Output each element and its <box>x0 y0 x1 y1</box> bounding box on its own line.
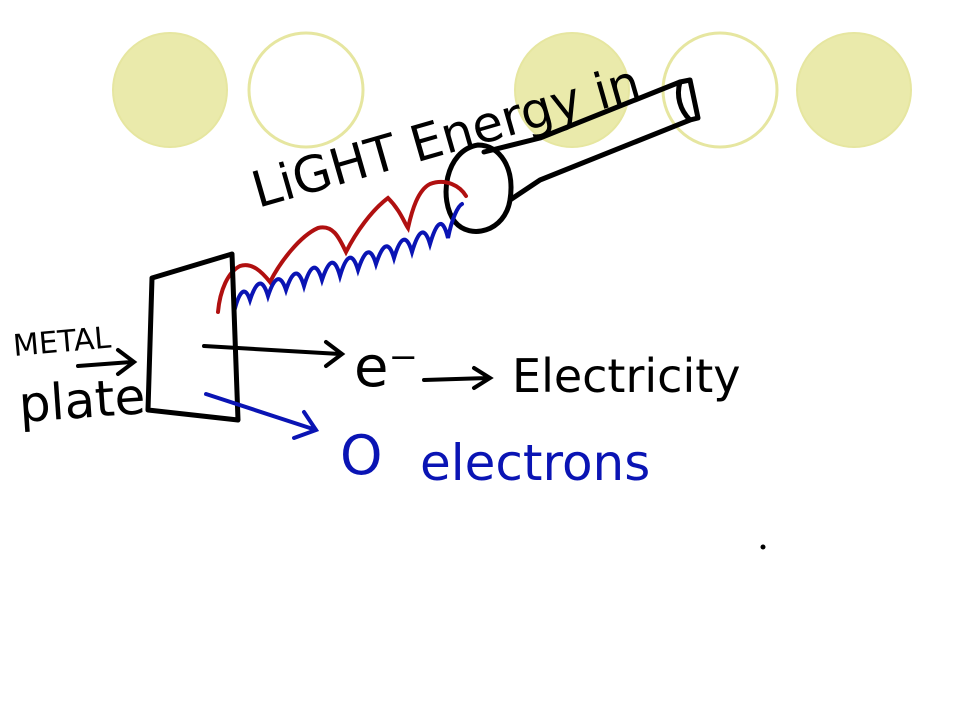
electricity-arrow <box>422 366 494 390</box>
plate-label: plate <box>17 367 147 434</box>
circle-1-filled <box>112 32 228 148</box>
circle-2-outline <box>247 31 365 149</box>
red-light-wave <box>216 179 468 314</box>
blue-light-wave <box>232 202 464 314</box>
metal-pointer-arrow <box>76 348 138 376</box>
zero-electrons-arrow <box>204 392 320 440</box>
circle-5-filled <box>796 32 912 148</box>
electron-symbol: e⁻ <box>354 335 418 400</box>
zero-count: O <box>340 424 383 487</box>
stray-dot <box>760 544 766 550</box>
flashlight-cap <box>675 79 693 123</box>
flashlight-icon <box>443 77 701 234</box>
metal-label: METAL <box>12 321 113 364</box>
flashlight-handle <box>481 77 701 203</box>
flashlight-lens <box>443 142 514 234</box>
electricity-label: Electricity <box>512 349 741 403</box>
electrons-label: electrons <box>420 434 650 492</box>
metal-plate-icon <box>145 251 241 423</box>
electron-arrow <box>202 340 346 368</box>
circle-3-filled <box>514 32 630 148</box>
